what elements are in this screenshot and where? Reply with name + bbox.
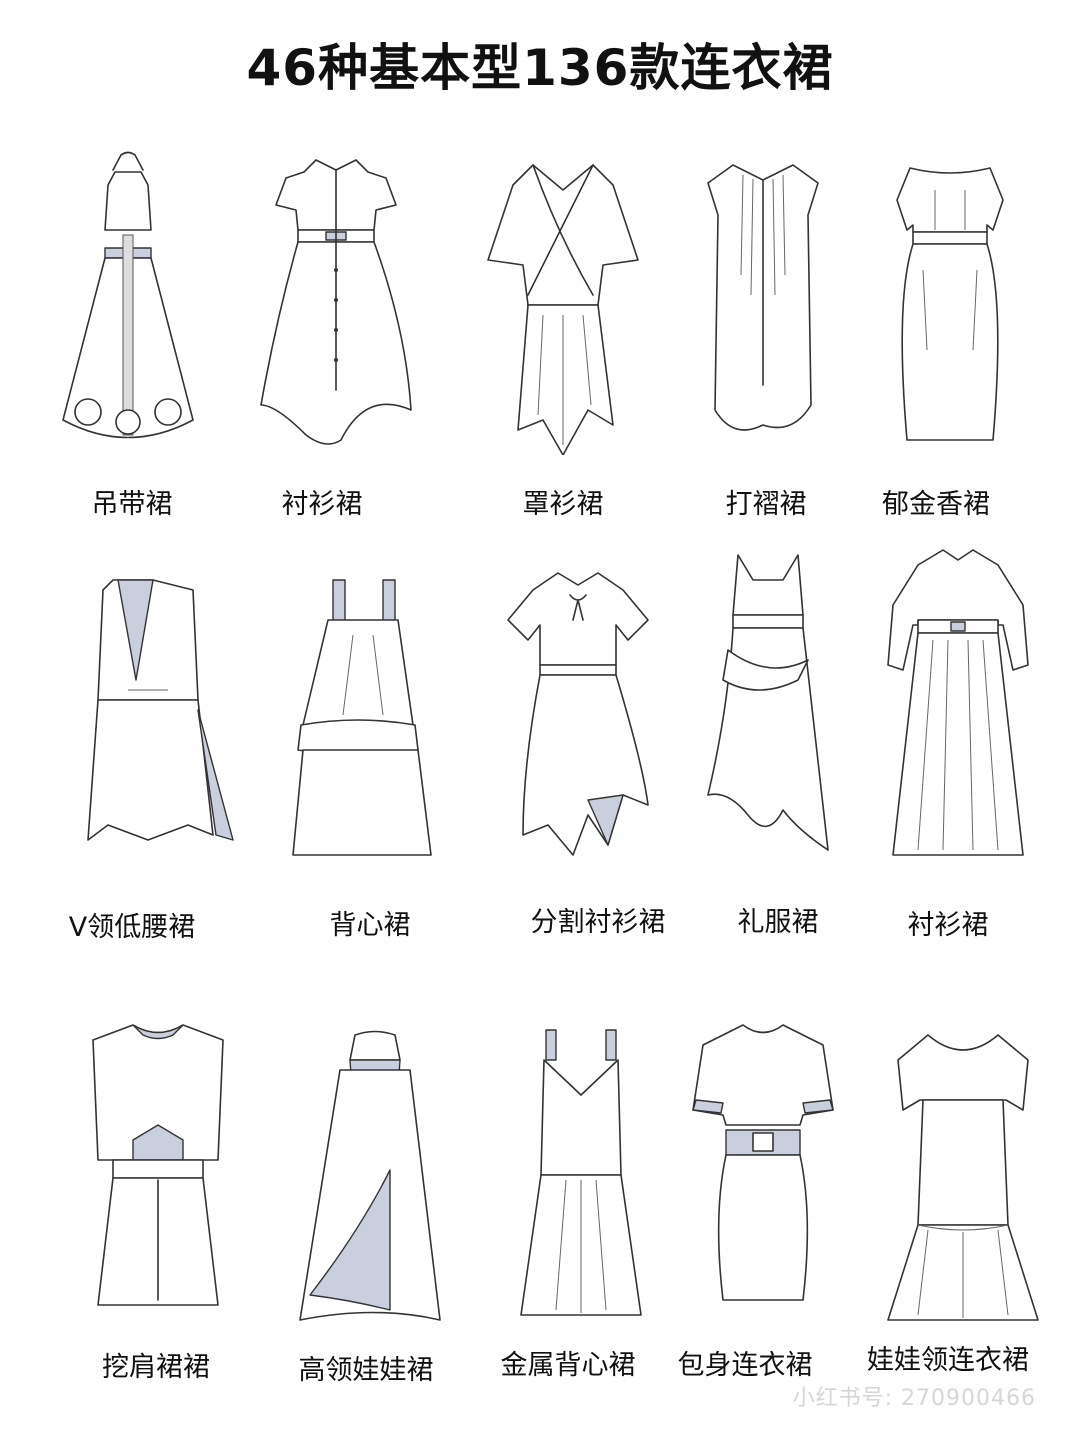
dress-drawing [507,572,649,856]
label-row2-col1: V领低腰裙 [68,912,196,943]
dress-drawing [92,1024,224,1306]
dress-drawing [707,554,829,851]
dress-drawing [887,549,1029,856]
dress-drawing [520,1029,642,1316]
label-row2-col4: 礼服裙 [737,907,819,938]
label-row2-col5: 衬衫裙 [907,910,989,941]
page-title: 46种基本型136款连衣裙 [246,39,834,97]
dress-drawing [896,167,1004,441]
label-row2-col2: 背心裙 [329,910,411,941]
dress-drawing [260,159,412,445]
dress-illustration-panel-shirt [470,565,686,865]
label-row1-col4: 打褶裙 [725,489,807,520]
dress-drawing [292,579,432,856]
label-row1-col2: 衬衫裙 [281,489,363,520]
dress-illustration-shirt [228,150,444,450]
dress-drawing [887,1034,1039,1321]
dress-illustration-halter-babydoll [262,1030,478,1330]
label-row2-col3: 分割衬衫裙 [530,907,666,938]
dress-illustration-tulip [842,160,1058,450]
dress-drawing [87,579,234,841]
label-row3-col2: 高领娃娃裙 [298,1355,434,1386]
dress-drawing [692,1024,834,1301]
label-row3-col5: 娃娃领连衣裙 [867,1345,1029,1376]
label-row1-col5: 郁金香裙 [882,489,990,520]
label-row3-col1: 挖肩裙裙 [102,1352,210,1383]
dress-illustration-metal-strap [478,1025,694,1325]
label-row1-col3: 罩衫裙 [522,489,604,520]
dress-illustration-bodycon [655,1015,871,1315]
dress-drawing [299,1030,441,1321]
dress-illustration-gown [660,550,876,860]
dress-drawing [487,164,639,455]
label-row3-col3: 金属背心裙 [500,1350,636,1381]
dress-illustration-pleated [655,155,871,455]
dress-illustration-shirt-long [850,545,1066,865]
label-row1-col1: 吊带裙 [91,489,173,520]
dress-illustration-camisole [20,150,236,460]
label-row3-col4: 包身连衣裙 [677,1350,813,1381]
dress-illustration-smock [455,155,671,455]
dress-illustration-v-neck-low-waist [40,570,256,870]
dress-illustration-cutaway-shoulder [50,1020,266,1320]
watermark-text: 小红书号: 270900466 [792,1386,1036,1411]
dress-illustration-pinafore [250,575,466,865]
dress-illustration-peter-pan-collar [855,1020,1071,1330]
dress-drawing [707,164,819,431]
dress-drawing [62,151,194,439]
